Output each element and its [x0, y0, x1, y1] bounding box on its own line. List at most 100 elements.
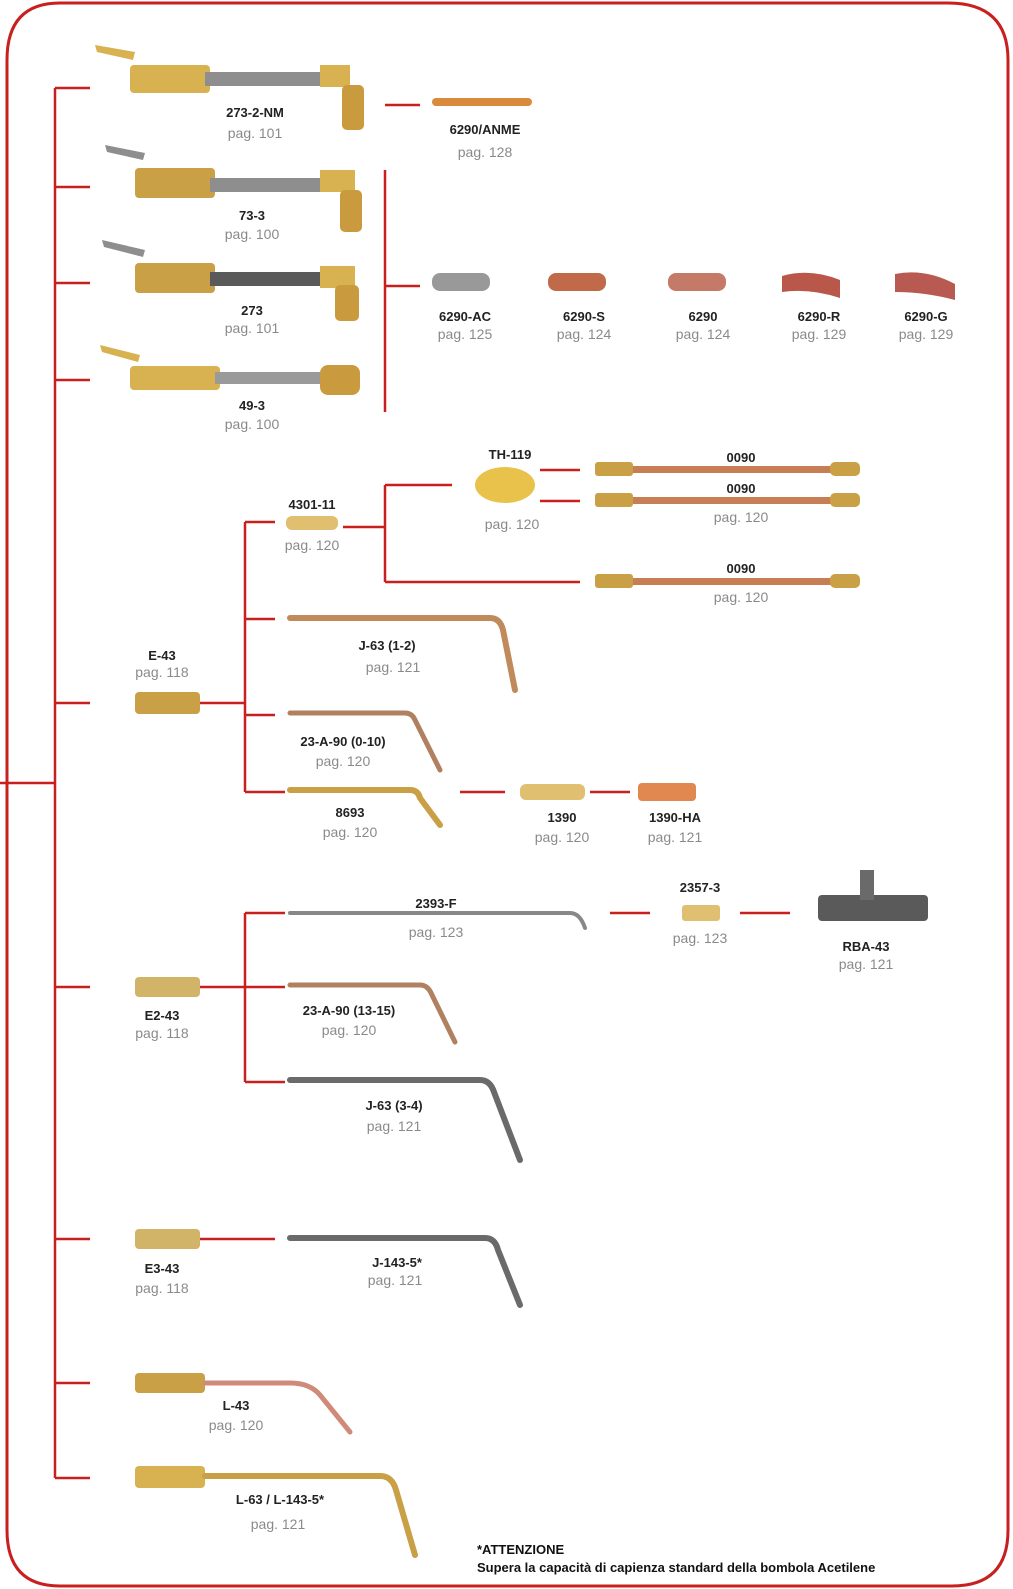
label-23-a-90-13-15: 23-A-90 (13-15) pag. 120 [303, 1003, 396, 1038]
item-code: 0090 [727, 561, 756, 576]
item-code: RBA-43 [843, 939, 890, 954]
label-th-119: TH-119 pag. 120 [485, 447, 540, 532]
item-code: 0090 [727, 450, 756, 465]
label-0090-mid: 0090 pag. 120 [714, 481, 769, 525]
label-1390: 1390 pag. 120 [535, 810, 590, 845]
item-page: pag. 121 [368, 1272, 423, 1288]
item-page: pag. 118 [135, 664, 189, 680]
item-code: 4301-11 [289, 497, 336, 512]
label-6290-ac: 6290-AC pag. 125 [438, 309, 493, 342]
label-6290-anme: 6290/ANME pag. 128 [450, 122, 521, 160]
item-code: J-63 (3-4) [365, 1098, 422, 1113]
label-8693: 8693 pag. 120 [323, 805, 378, 840]
item-code: 273-2-NM [226, 105, 284, 120]
label-6290-r: 6290-R pag. 129 [792, 309, 847, 342]
item-code: 1390 [548, 810, 577, 825]
bent-tip-icon [287, 1077, 523, 1163]
bent-tip-icon [135, 1373, 353, 1435]
handle-icon [135, 1229, 200, 1249]
item-page: pag. 120 [316, 753, 371, 769]
item-page: pag. 100 [225, 416, 280, 432]
cutting-torch-icon [95, 45, 364, 130]
item-page: pag. 121 [366, 659, 421, 675]
connector-lines [0, 86, 790, 1480]
bent-tip-icon [135, 1466, 418, 1558]
item-code: 0090 [727, 481, 756, 496]
label-0090-bottom: 0090 pag. 120 [714, 561, 769, 605]
item-page: pag. 129 [792, 326, 847, 342]
item-page: pag. 121 [648, 829, 703, 845]
frame-border [5, 1, 1010, 1588]
warning-note: *ATTENZIONE Supera la capacità di capien… [477, 1542, 875, 1575]
item-page: pag. 123 [409, 924, 464, 940]
item-code: 6290-R [798, 309, 841, 324]
label-49-3: 49-3 pag. 100 [225, 398, 280, 432]
item-code: 6290/ANME [450, 122, 521, 137]
item-code: J-143-5* [372, 1255, 423, 1270]
tube-icon [595, 574, 860, 588]
item-code: 6290-S [563, 309, 605, 324]
item-code: 6290 [689, 309, 718, 324]
item-page: pag. 121 [367, 1118, 422, 1134]
label-0090-top: 0090 [727, 450, 756, 465]
item-page: pag. 121 [251, 1516, 306, 1532]
note-title: *ATTENZIONE [477, 1542, 564, 1557]
label-l-43: L-43 pag. 120 [209, 1398, 264, 1433]
item-page: pag. 129 [899, 326, 954, 342]
adapter-icon [682, 905, 720, 921]
bent-tip-icon [287, 982, 458, 1045]
item-page: pag. 124 [557, 326, 612, 342]
item-code: E-43 [148, 648, 175, 663]
bent-tip-icon [288, 911, 587, 930]
cutting-nozzle-icon [895, 272, 955, 300]
item-page: pag. 120 [322, 1022, 377, 1038]
cutting-nozzle-icon [432, 98, 532, 106]
rosebud-icon [818, 870, 928, 921]
cutting-torch-icon [100, 345, 360, 395]
cutting-torch-icon [105, 145, 362, 232]
label-j-143-5: J-143-5* pag. 121 [368, 1255, 423, 1288]
mixer-icon [475, 467, 535, 503]
label-e-43: E-43 pag. 118 [135, 648, 189, 680]
item-page: pag. 120 [323, 824, 378, 840]
item-page: pag. 120 [535, 829, 590, 845]
tube-icon [595, 462, 860, 476]
item-page: pag. 121 [839, 956, 894, 972]
item-code: E2-43 [145, 1008, 180, 1023]
label-e3-43: E3-43 pag. 118 [135, 1261, 189, 1296]
item-code: 8693 [336, 805, 365, 820]
item-code: L-63 / L-143-5* [236, 1492, 325, 1507]
item-code: 2393-F [415, 896, 456, 911]
cutting-nozzle-icon [782, 272, 840, 298]
item-code: 1390-HA [649, 810, 702, 825]
item-code: E3-43 [145, 1261, 180, 1276]
label-e2-43: E2-43 pag. 118 [135, 1008, 189, 1041]
adapter-icon [638, 783, 696, 801]
item-code: 273 [241, 303, 263, 318]
label-2393-f: 2393-F pag. 123 [409, 896, 464, 940]
item-page: pag. 120 [485, 516, 540, 532]
item-code: 49-3 [239, 398, 265, 413]
note-text: Supera la capacità di capienza standard … [477, 1560, 875, 1575]
item-code: 73-3 [239, 208, 265, 223]
adapter-icon [520, 784, 585, 800]
item-page: pag. 123 [673, 930, 728, 946]
item-code: 6290-G [904, 309, 947, 324]
item-page: pag. 120 [714, 589, 769, 605]
label-6290-s: 6290-S pag. 124 [557, 309, 612, 342]
label-j-63-1-2: J-63 (1-2) pag. 121 [358, 638, 420, 675]
item-code: 2357-3 [680, 880, 720, 895]
label-23-a-90-0-10: 23-A-90 (0-10) pag. 120 [300, 734, 385, 769]
label-73-3: 73-3 pag. 100 [225, 208, 280, 242]
label-2357-3: 2357-3 pag. 123 [673, 880, 728, 946]
item-code: 23-A-90 (13-15) [303, 1003, 396, 1018]
item-page: pag. 101 [228, 125, 283, 141]
item-page: pag. 128 [458, 144, 513, 160]
label-1390-ha: 1390-HA pag. 121 [648, 810, 703, 845]
item-page: pag. 118 [135, 1025, 189, 1041]
cutting-nozzle-icon [548, 273, 606, 291]
label-6290: 6290 pag. 124 [676, 309, 731, 342]
handle-icon [135, 692, 200, 714]
item-page: pag. 120 [714, 509, 769, 525]
cutting-torch-icon [102, 240, 359, 321]
